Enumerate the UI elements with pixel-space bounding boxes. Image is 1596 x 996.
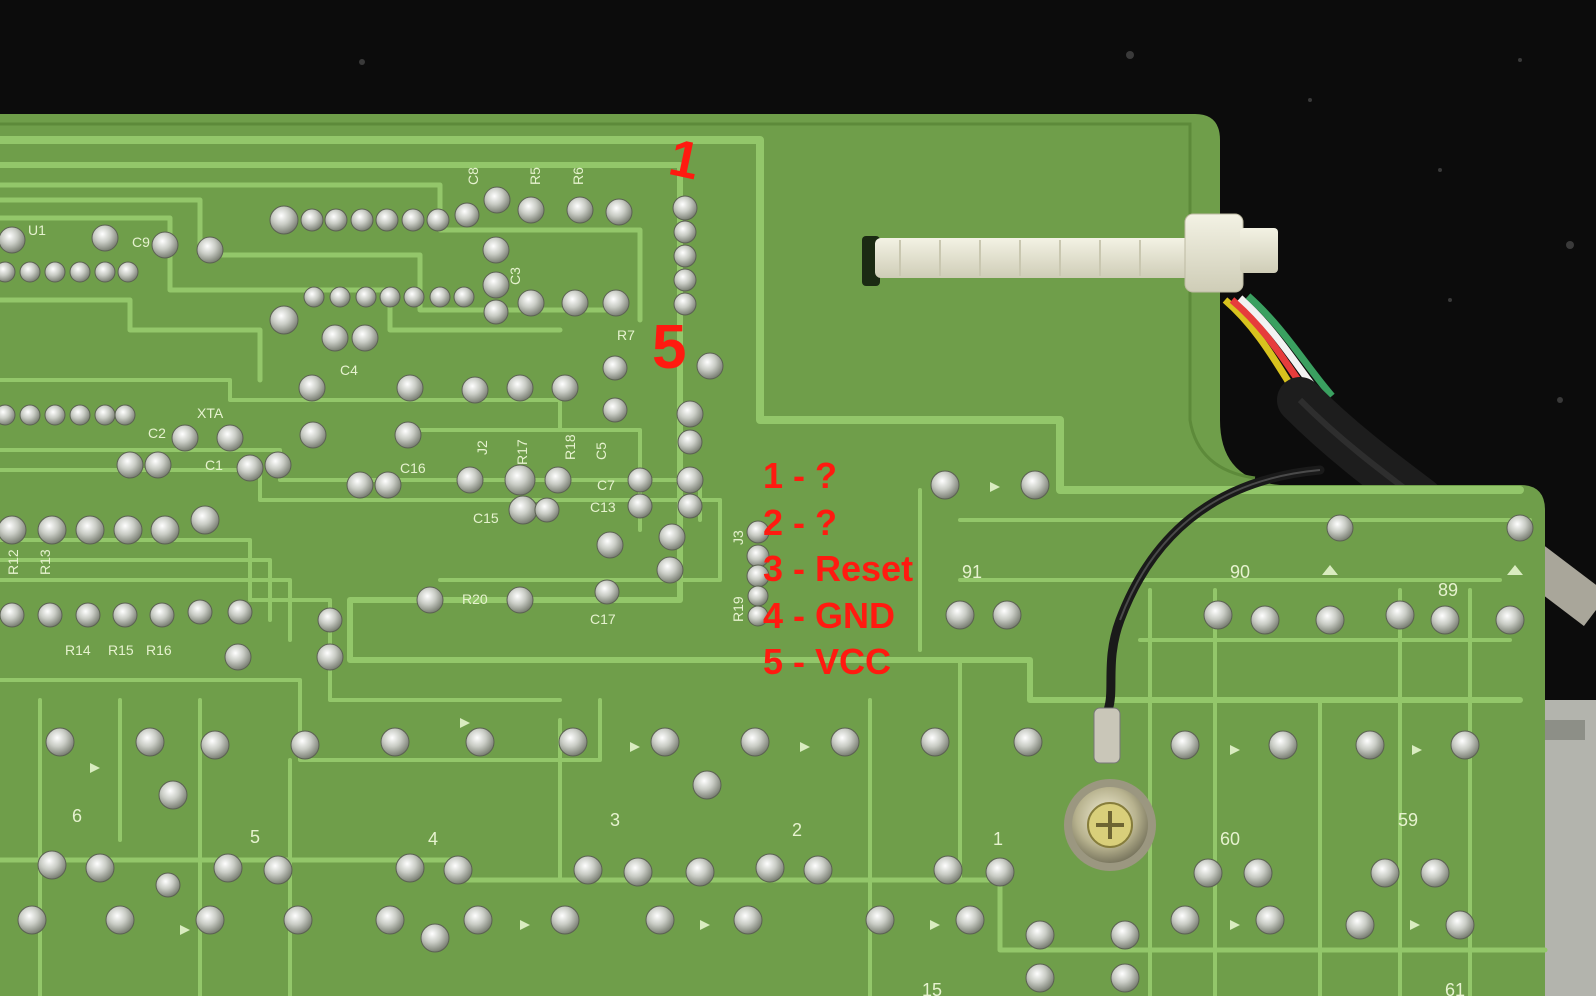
label-c2: C2: [148, 425, 166, 441]
key-label-91: 91: [962, 562, 982, 582]
cable-tie: [862, 213, 1278, 293]
label-r17: R17: [514, 439, 530, 465]
label-c13: C13: [590, 499, 616, 515]
pin-label-1: 1 - ?: [763, 455, 838, 496]
label-c4: C4: [340, 362, 358, 378]
key-label-1: 1: [993, 829, 1003, 849]
label-u1: U1: [28, 222, 46, 238]
diode-marks: [90, 482, 1523, 935]
pin-label-4: 4 - GND: [763, 595, 896, 636]
key-label-89: 89: [1438, 580, 1458, 600]
label-j3: J3: [730, 530, 746, 545]
key-label-15: 15: [922, 980, 942, 996]
key-label-59: 59: [1398, 810, 1418, 830]
key-label-6: 6: [72, 806, 82, 826]
pin-marker-5: 5: [652, 313, 687, 382]
key-number-labels: 91 90 89 6 5 4 3 2 1 60 59 15 61: [72, 562, 1465, 996]
pin-label-2: 2 - ?: [763, 502, 838, 543]
key-label-61: 61: [1445, 980, 1465, 996]
label-r15: R15: [108, 642, 134, 658]
pin-label-3: 3 - Reset: [763, 548, 914, 589]
pin-label-5: 5 - VCC: [763, 641, 892, 682]
label-c3: C3: [507, 267, 523, 285]
key-label-4: 4: [428, 829, 438, 849]
label-r14: R14: [65, 642, 91, 658]
label-c1: C1: [205, 457, 223, 473]
background-speckles: [359, 51, 1574, 403]
label-r20: R20: [462, 591, 488, 607]
label-c16: C16: [400, 460, 426, 476]
key-label-5: 5: [250, 827, 260, 847]
key-label-60: 60: [1220, 829, 1240, 849]
label-r19: R19: [730, 596, 746, 622]
label-c8: C8: [465, 167, 481, 185]
label-r16: R16: [146, 642, 172, 658]
key-label-3: 3: [610, 810, 620, 830]
label-r18: R18: [562, 434, 578, 460]
solder-joints: [0, 186, 1534, 993]
label-r7: R7: [617, 327, 635, 343]
label-c7: C7: [597, 477, 615, 493]
label-j2: J2: [474, 440, 490, 455]
label-c5: C5: [593, 442, 609, 460]
silkscreen-labels: C8 R5 R6 U1 C9 C3 C4 R7 C2 XTA C1 J2 R17…: [5, 167, 746, 658]
label-c17: C17: [590, 611, 616, 627]
label-r12: R12: [5, 549, 21, 575]
label-xta: XTA: [197, 405, 224, 421]
label-c9: C9: [132, 234, 150, 250]
key-label-90: 90: [1230, 562, 1250, 582]
label-r13: R13: [37, 549, 53, 575]
label-r5: R5: [527, 167, 543, 185]
pcb-board: [0, 114, 1545, 996]
label-c15: C15: [473, 510, 499, 526]
ground-wire: [1064, 465, 1325, 871]
label-r6: R6: [570, 167, 586, 185]
key-label-2: 2: [792, 820, 802, 840]
metal-bracket: [1540, 700, 1596, 996]
